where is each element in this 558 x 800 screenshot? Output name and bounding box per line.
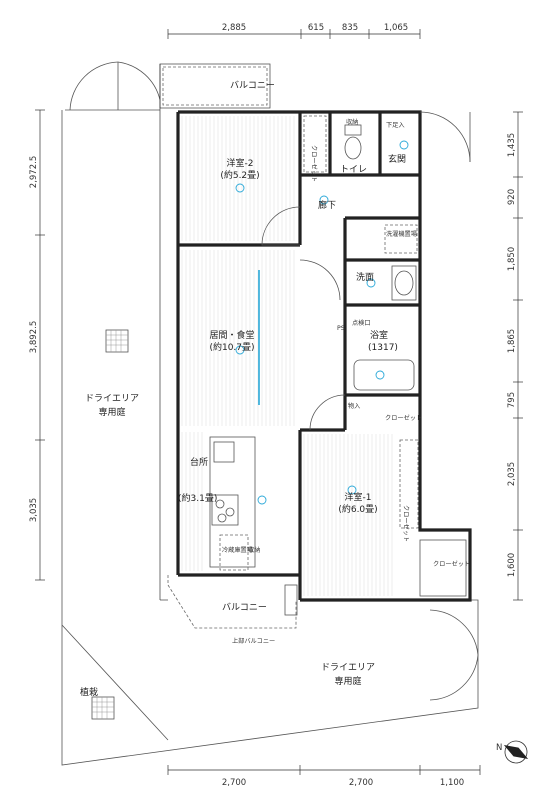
- label-closet-top: クローゼット: [310, 145, 318, 182]
- label-garden-right: 専用庭: [334, 675, 361, 687]
- label-living: 居間・食堂: [209, 329, 254, 341]
- label-entrance: 玄関: [388, 153, 406, 165]
- doors: [261, 111, 471, 431]
- dim-top-2: 615: [308, 23, 324, 33]
- bathtub: [353, 359, 415, 391]
- label-living-size: (約10.7畳): [209, 341, 254, 353]
- label-closet-low: クローゼット: [433, 560, 470, 568]
- label-closet-vertical: クローゼット: [402, 505, 410, 542]
- dimension-right: 1,435 920 1,850 1,865 795 2,035 1,600: [507, 111, 523, 601]
- label-kitchen-size: (約3.1畳): [178, 492, 217, 504]
- compass-label: N: [496, 743, 502, 753]
- dim-right-6: 2,035: [507, 462, 517, 486]
- dim-top-1: 2,885: [222, 23, 246, 33]
- bottom-balcony: [167, 575, 298, 629]
- label-upper-balcony: 上部バルコニー: [232, 637, 275, 645]
- label-western1: 洋室-1: [345, 491, 372, 503]
- dim-bottom-2: 2,700: [349, 778, 373, 788]
- label-dry-area-right: ドライエリア: [321, 662, 375, 673]
- label-dry-area-left: ドライエリア: [85, 393, 139, 404]
- label-hallway: 廊下: [318, 199, 336, 211]
- dim-top-4: 1,065: [384, 23, 408, 33]
- dim-right-7: 1,600: [507, 553, 517, 577]
- label-fridge: 冷蔵庫置場: [222, 546, 253, 554]
- closet-top-area: [303, 115, 327, 173]
- label-balcony-bottom: バルコニー: [222, 602, 267, 613]
- washer-space: [384, 224, 418, 254]
- label-planting: 植栽: [80, 686, 98, 698]
- label-western2-size: (約5.2畳): [220, 169, 259, 181]
- fixtures: [209, 115, 467, 597]
- label-closet-mid: クローゼット: [385, 414, 422, 422]
- label-storage: 収納: [346, 118, 358, 126]
- dim-bottom-1: 2,700: [222, 778, 246, 788]
- walls: [176, 110, 472, 602]
- closet-low-area: [419, 539, 467, 597]
- dim-right-4: 1,865: [507, 329, 517, 353]
- label-kitchen: 台所: [190, 456, 208, 468]
- dimension-left: 2,972.5 3,892.5 3,035: [29, 109, 45, 581]
- label-pipe: PS: [337, 325, 345, 332]
- fridge-space: [219, 534, 249, 571]
- label-toilet: トイレ: [340, 165, 367, 175]
- label-bath-size: (1317): [368, 343, 398, 353]
- dim-left-2: 3,892.5: [29, 321, 39, 353]
- label-balcony-top: バルコニー: [230, 80, 275, 91]
- dimension-top: 2,885 615 835 1,065: [167, 23, 421, 39]
- label-garden-left: 専用庭: [98, 406, 125, 418]
- dim-right-2: 920: [507, 189, 517, 205]
- dim-left-1: 2,972.5: [29, 156, 39, 188]
- label-western2: 洋室-2: [227, 157, 254, 169]
- label-western1-size: (約6.0畳): [338, 503, 377, 515]
- dim-bottom-3: 1,100: [440, 778, 464, 788]
- top-balcony: [159, 63, 271, 600]
- dim-top-3: 835: [342, 23, 358, 33]
- label-inspection: 点検口: [352, 319, 371, 327]
- compass-icon: [503, 740, 529, 764]
- label-washer: 洗濯機置場: [386, 230, 417, 238]
- grid-marker-planting: [91, 696, 115, 720]
- floor-stripes: [181, 116, 393, 596]
- label-storage2: 物入: [348, 402, 360, 410]
- dimension-bottom: 2,700 2,700 1,100: [167, 765, 481, 788]
- dim-right-1: 1,435: [507, 133, 517, 157]
- label-bath: 浴室: [370, 329, 388, 341]
- label-storage-small: 収納: [248, 546, 260, 554]
- room-labels: バルコニー 洋室-2 (約5.2畳) クローゼット 収納 トイレ 下足入 玄関 …: [80, 80, 470, 698]
- toilet-bowl: [344, 136, 362, 160]
- grid-marker-left: [105, 329, 129, 353]
- dim-left-3: 3,035: [29, 498, 39, 522]
- dim-right-5: 795: [507, 392, 517, 408]
- label-washroom: 洗面: [356, 271, 374, 283]
- kitchen-counter: [209, 436, 256, 568]
- label-shoe-box: 下足入: [386, 122, 405, 129]
- dim-right-3: 1,850: [507, 247, 517, 271]
